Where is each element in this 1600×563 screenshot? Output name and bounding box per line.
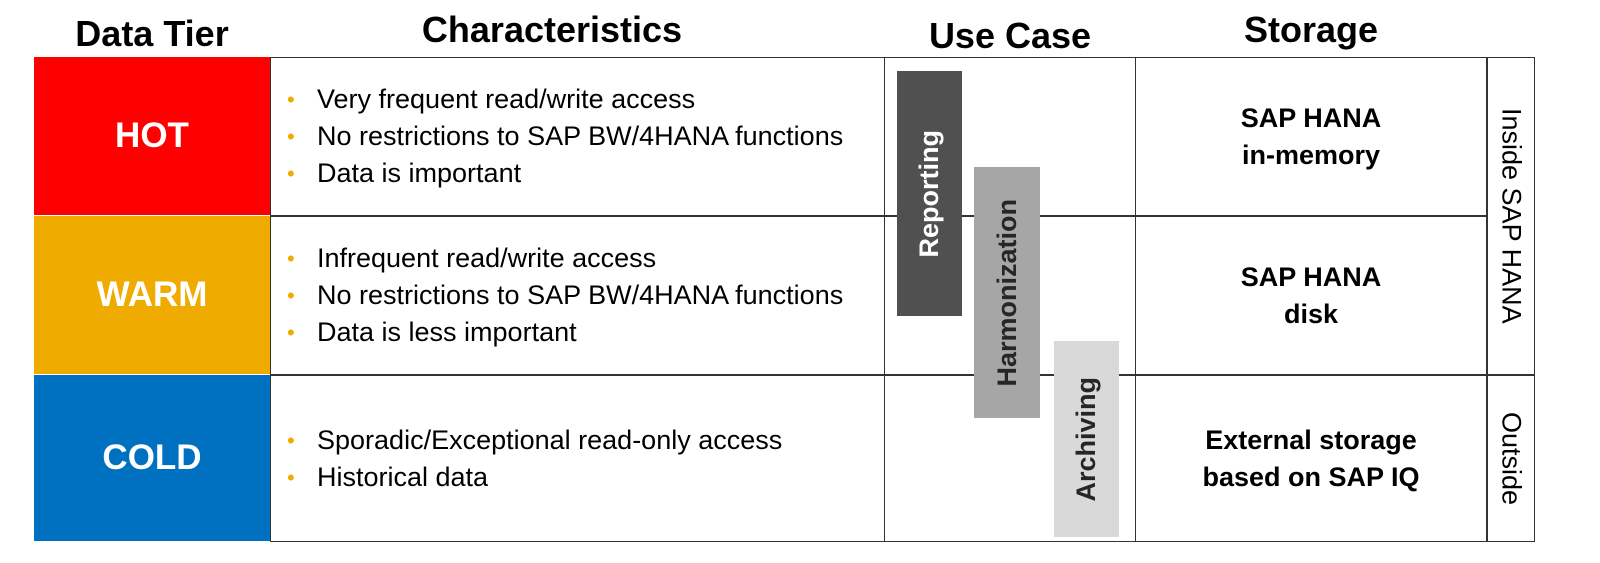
storage-line: SAP HANA xyxy=(1240,261,1382,292)
characteristic-item: No restrictions to SAP BW/4HANA function… xyxy=(287,118,884,155)
storage-hot: SAP HANA in-memory xyxy=(1135,57,1487,216)
storage-line: External storage xyxy=(1205,424,1417,455)
characteristic-item: Sporadic/Exceptional read-only access xyxy=(287,422,884,459)
header-storage: Storage xyxy=(1243,9,1379,50)
use-case-bar-reporting: Reporting xyxy=(897,71,962,316)
storage-warm: SAP HANA disk xyxy=(1135,216,1487,375)
characteristic-item: Data is less important xyxy=(287,314,884,351)
tier-warm: WARM xyxy=(34,216,270,374)
use-case-label: Harmonization xyxy=(991,198,1022,387)
storage-line: disk xyxy=(1283,298,1339,329)
header-data-tier: Data Tier xyxy=(75,13,229,54)
header-use-case: Use Case xyxy=(928,15,1092,56)
location-inside-label: Inside SAP HANA xyxy=(1496,108,1527,324)
characteristics-warm: Infrequent read/write access No restrict… xyxy=(270,216,885,375)
tier-hot: HOT xyxy=(34,57,270,215)
storage-line: in-memory xyxy=(1241,139,1381,170)
characteristic-item: Historical data xyxy=(287,459,884,496)
storage-line: SAP HANA xyxy=(1240,102,1382,133)
location-inside: Inside SAP HANA xyxy=(1487,57,1535,375)
characteristic-item: Very frequent read/write access xyxy=(287,81,884,118)
characteristic-item: Infrequent read/write access xyxy=(287,240,884,277)
use-case-label: Archiving xyxy=(1071,376,1101,502)
characteristic-item: No restrictions to SAP BW/4HANA function… xyxy=(287,277,884,314)
location-outside: Outside xyxy=(1487,375,1535,542)
location-outside-label: Outside xyxy=(1496,411,1527,506)
use-case-label: Reporting xyxy=(914,129,944,258)
storage-cold: External storage based on SAP IQ xyxy=(1135,375,1487,542)
tier-cold: COLD xyxy=(34,375,270,541)
use-case-bar-harmonization: Harmonization xyxy=(974,167,1040,418)
header-characteristics: Characteristics xyxy=(421,9,683,50)
characteristic-item: Data is important xyxy=(287,155,884,192)
storage-line: based on SAP IQ xyxy=(1202,461,1420,492)
characteristics-hot: Very frequent read/write access No restr… xyxy=(270,57,885,216)
use-case-bar-archiving: Archiving xyxy=(1054,341,1119,537)
characteristics-cold: Sporadic/Exceptional read-only access Hi… xyxy=(270,375,885,542)
